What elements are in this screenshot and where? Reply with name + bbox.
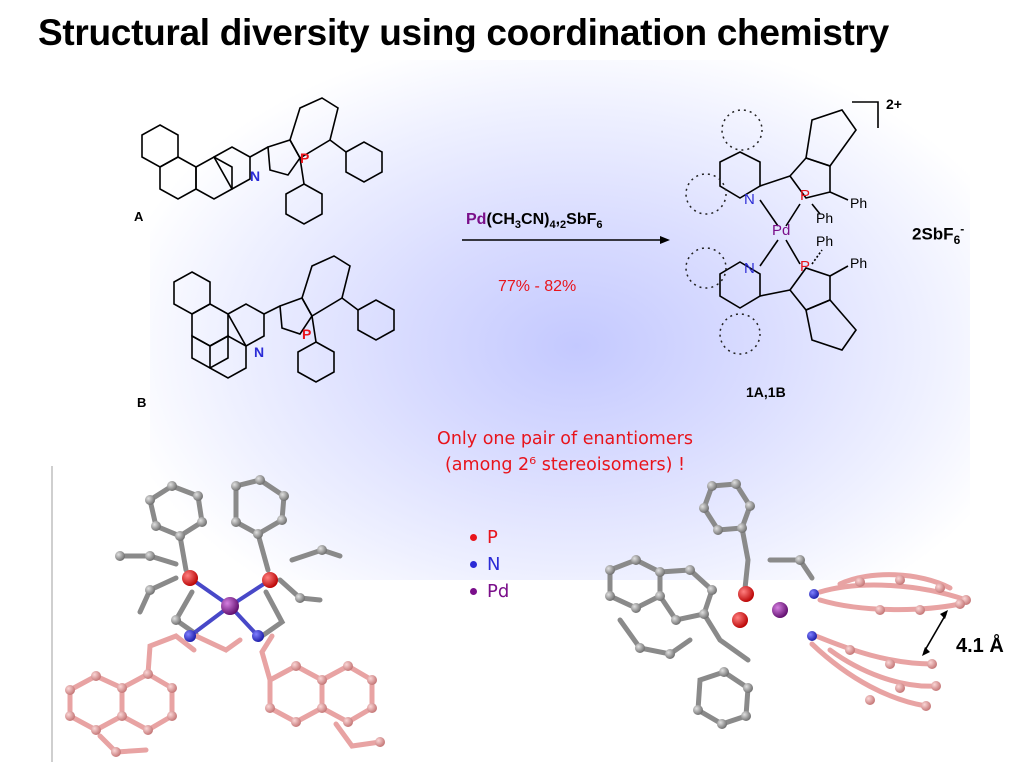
complex-charge: 2+ bbox=[886, 96, 902, 112]
dotted-ring-placeholders bbox=[685, 109, 763, 355]
legend-label-p: P bbox=[487, 527, 498, 548]
legend-item-p: P bbox=[470, 524, 509, 551]
product-label: 1A,1B bbox=[746, 384, 786, 400]
product-n2-label: N bbox=[744, 260, 755, 277]
ligand-a-phosphorus-label: P bbox=[300, 150, 310, 166]
distance-arrow bbox=[922, 610, 948, 656]
note-line-2: (among 2⁶ stereoisomers) ! bbox=[444, 455, 686, 475]
reagent-formula: (CH3CN)4,2SbF6 bbox=[486, 211, 603, 232]
product-ph-label-2: Ph bbox=[816, 210, 834, 226]
ligand-a-nitrogen-label: N bbox=[250, 168, 261, 184]
legend-dot-pd bbox=[470, 588, 477, 595]
product-p2-label: P bbox=[800, 258, 811, 275]
product-p1-label: P bbox=[800, 187, 811, 204]
reaction-reagent: Pd(CH3CN)4,2SbF6 bbox=[466, 211, 603, 231]
atom-color-legend: P N Pd bbox=[470, 524, 509, 605]
product-ph-label-1: Ph bbox=[850, 195, 868, 211]
legend-label-pd: Pd bbox=[487, 581, 510, 602]
product-ph-label-3: Ph bbox=[816, 233, 834, 249]
product-ph-label-4: Ph bbox=[850, 255, 868, 271]
product-pd-label: Pd bbox=[772, 222, 791, 239]
ligand-b-label: B bbox=[137, 395, 147, 410]
note-line-1: Only one pair of enantiomers bbox=[437, 429, 693, 449]
legend-item-n: N bbox=[470, 551, 509, 578]
ligand-a-structure bbox=[141, 97, 383, 225]
reaction-yield: 77% - 82% bbox=[498, 278, 577, 295]
counter-anion: 2SbF6- bbox=[912, 222, 965, 248]
ligand-b-structure bbox=[173, 255, 395, 383]
reagent-metal: Pd bbox=[466, 211, 487, 228]
legend-label-n: N bbox=[487, 554, 501, 575]
legend-dot-n bbox=[470, 561, 477, 568]
legend-item-pd: Pd bbox=[470, 578, 509, 605]
crystal-structure-left bbox=[65, 475, 385, 757]
interplanar-distance-label: 4.1 Å bbox=[956, 635, 1004, 657]
ligand-b-phosphorus-label: P bbox=[302, 326, 312, 342]
ligand-a-label: A bbox=[134, 209, 144, 224]
product-complex-structure bbox=[719, 101, 879, 351]
reaction-arrow bbox=[462, 236, 670, 244]
crystal-structure-right bbox=[605, 479, 971, 729]
legend-dot-p bbox=[470, 534, 477, 541]
product-n1-label: N bbox=[744, 191, 755, 208]
ligand-b-nitrogen-label: N bbox=[254, 344, 265, 360]
stereoisomer-note: Only one pair of enantiomers (among 2⁶ s… bbox=[380, 426, 750, 478]
page-title: Structural diversity using coordination … bbox=[38, 12, 889, 53]
